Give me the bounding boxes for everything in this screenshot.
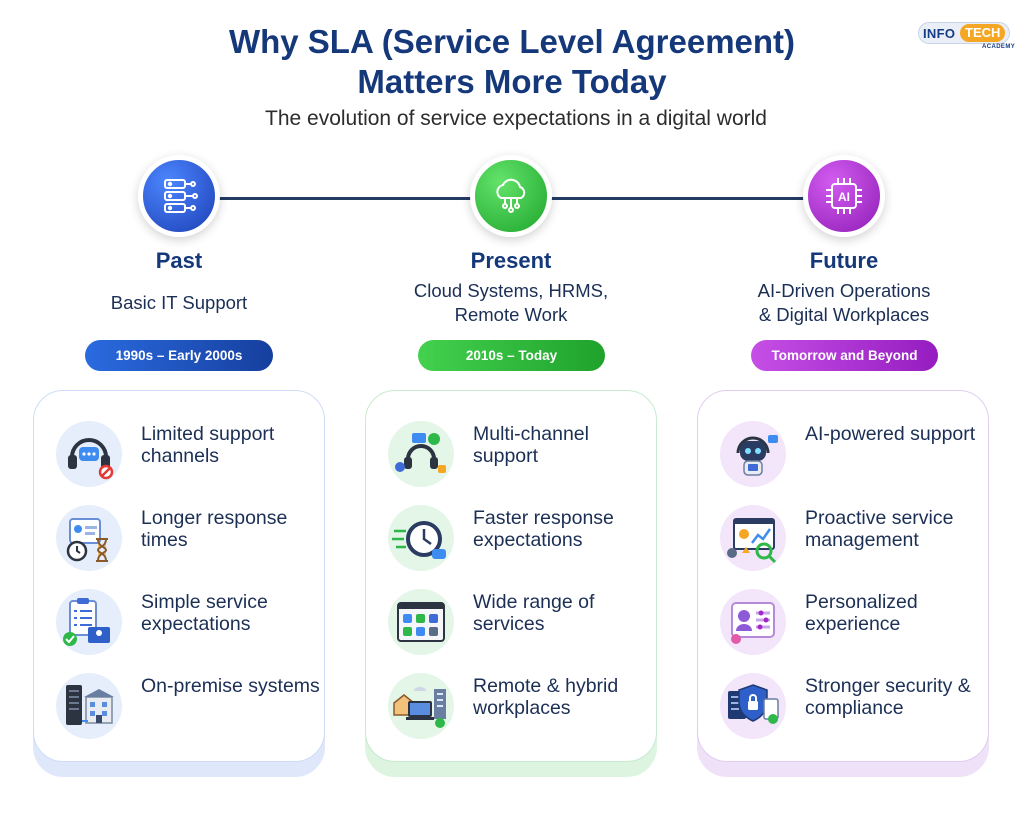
era-description-past: Basic IT Support [110,292,248,313]
list-item: Stronger security & compliance [698,673,990,753]
hybrid-workplace-icon [388,673,454,739]
headset-support-icon [56,421,122,487]
item-text: Faster response expectations [473,507,614,551]
list-item: Longer response times [34,505,326,585]
item-text: On-premise systems [141,675,320,697]
item-text: Longer response times [141,507,288,551]
list-item: Personalized experience [698,589,990,669]
item-text: Remote & hybrid workplaces [473,675,619,719]
title-line-1: Why SLA (Service Level Agreement) [228,23,796,60]
page-subtitle: The evolution of service expectations in… [265,107,767,130]
list-item: AI-powered support [698,421,990,501]
infotech-academy-logo: INFO TECH ACADEMY [918,22,1015,52]
item-text: Simple service expectations [141,591,268,635]
user-profile-settings-icon [720,589,786,655]
logo-text-info: INFO [923,26,956,41]
period-badge-past: 1990s – Early 2000s [85,340,273,371]
hourglass-clock-icon [56,505,122,571]
era-description-present-line-1: Cloud Systems, HRMS, [413,280,609,301]
list-item: Simple service expectations [34,589,326,669]
era-title-present: Present [470,248,552,273]
card-past: Limited support channels Longer response… [33,390,325,762]
title-line-2: Matters More Today [357,63,667,100]
service-grid-icon [388,589,454,655]
list-item: Limited support channels [34,421,326,501]
era-description-future: AI-Driven Operations & Digital Workplace… [674,279,1014,327]
list-item: Faster response expectations [366,505,658,585]
item-text: AI-powered support [805,423,976,445]
list-item: Multi-channel support [366,421,658,501]
era-title-future: Future [809,248,879,273]
list-item: On-premise systems [34,673,326,753]
logo-text-tech: TECH [960,24,1006,42]
shield-lock-icon [720,673,786,739]
multichannel-headset-icon [388,421,454,487]
fast-clock-icon [388,505,454,571]
item-text: Multi-channel support [473,423,589,467]
ai-chip-icon: AI [803,155,885,237]
list-item: Wide range of services [366,589,658,669]
item-text: Personalized experience [805,591,918,635]
era-description-present: Cloud Systems, HRMS, Remote Work [341,279,681,327]
ai-robot-icon [720,421,786,487]
era-description-present-line-2: Remote Work [454,304,568,325]
era-title-past: Past [155,248,203,273]
period-badge-present: 2010s – Today [418,340,605,371]
logo-text-academy: ACADEMY [982,44,1016,50]
server-building-icon [56,673,122,739]
item-text: Limited support channels [141,423,275,467]
period-badge-future: Tomorrow and Beyond [751,340,938,371]
clipboard-checklist-icon [56,589,122,655]
item-text: Wide range of services [473,591,595,635]
card-future: AI-powered support Proactive service man… [697,390,989,762]
list-item: Remote & hybrid workplaces [366,673,658,753]
era-description-future-line-1: AI-Driven Operations [757,280,931,301]
server-database-icon [138,155,220,237]
analytics-dashboard-icon [720,505,786,571]
item-text: Proactive service management [805,507,954,551]
svg-text:AI: AI [838,190,850,204]
cloud-network-icon [470,155,552,237]
era-description-future-line-2: & Digital Workplaces [758,304,930,325]
item-text: Stronger security & compliance [805,675,971,719]
card-present: Multi-channel support Faster response ex… [365,390,657,762]
list-item: Proactive service management [698,505,990,585]
page-title: Why SLA (Service Level Agreement) Matter… [0,22,1024,102]
